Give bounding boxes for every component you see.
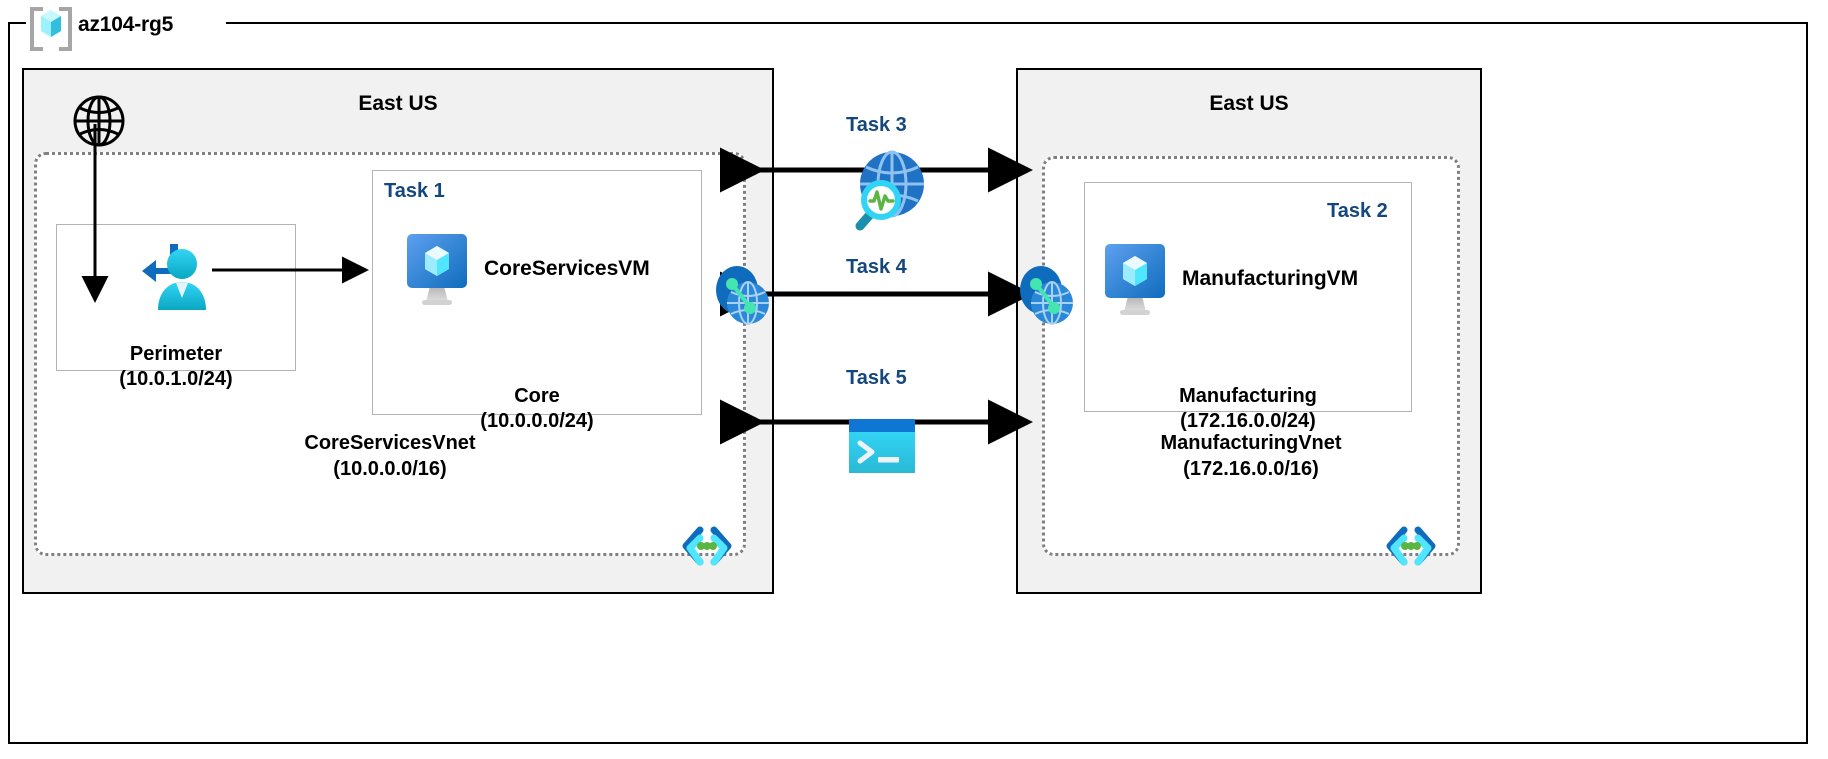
resource-group-cube-icon xyxy=(30,5,72,51)
subnet-core-box xyxy=(372,170,702,415)
task-4-label: Task 4 xyxy=(846,256,907,278)
vnet-peering-icon xyxy=(716,266,769,325)
virtual-machine-icon xyxy=(1105,244,1165,315)
vnet-peering-icon xyxy=(1020,266,1073,325)
manufacturing-vm-name: ManufacturingVM xyxy=(1182,267,1359,290)
task-5-label: Task 5 xyxy=(846,367,907,389)
subnet-brackets-icon xyxy=(682,526,732,566)
resource-group-title: az104-rg5 xyxy=(30,5,174,51)
region-east-us-right: East US ManufacturingVnet(172.16.0.0/16) xyxy=(1016,68,1482,594)
resource-group-name: az104-rg5 xyxy=(78,13,174,36)
globe-internet-icon xyxy=(73,95,125,147)
network-watcher-icon xyxy=(855,150,924,231)
vnet-coreservices-label: CoreServicesVnet(10.0.0.0/16) xyxy=(304,432,476,480)
cloud-shell-icon xyxy=(849,419,915,473)
subnet-core-label: Core(10.0.0.0/24) xyxy=(480,384,594,433)
task-2-label: Task 2 xyxy=(1327,200,1388,222)
task-3-label: Task 3 xyxy=(846,114,907,136)
virtual-machine-icon xyxy=(407,234,467,305)
subnet-perimeter-label: Perimeter(10.0.1.0/24) xyxy=(119,342,233,391)
subnet-manufacturing-label: Manufacturing(172.16.0.0/24) xyxy=(1179,384,1317,433)
region-right-title: East US xyxy=(1209,92,1289,115)
vnet-manufacturing-label: ManufacturingVnet(172.16.0.0/16) xyxy=(1160,432,1342,480)
task-1-label: Task 1 xyxy=(384,180,445,202)
coreservices-vm-row: CoreServicesVM xyxy=(404,232,650,306)
region-left-title: East US xyxy=(358,92,438,115)
subnet-brackets-icon xyxy=(1386,526,1436,566)
coreservices-vm-name: CoreServicesVM xyxy=(484,257,650,280)
region-east-us-left: East US CoreServicesVnet(10.0.0.0/16) Ta… xyxy=(22,68,774,594)
bastion-user-icon xyxy=(142,244,206,310)
manufacturing-vm-row: ManufacturingVM xyxy=(1102,242,1358,316)
